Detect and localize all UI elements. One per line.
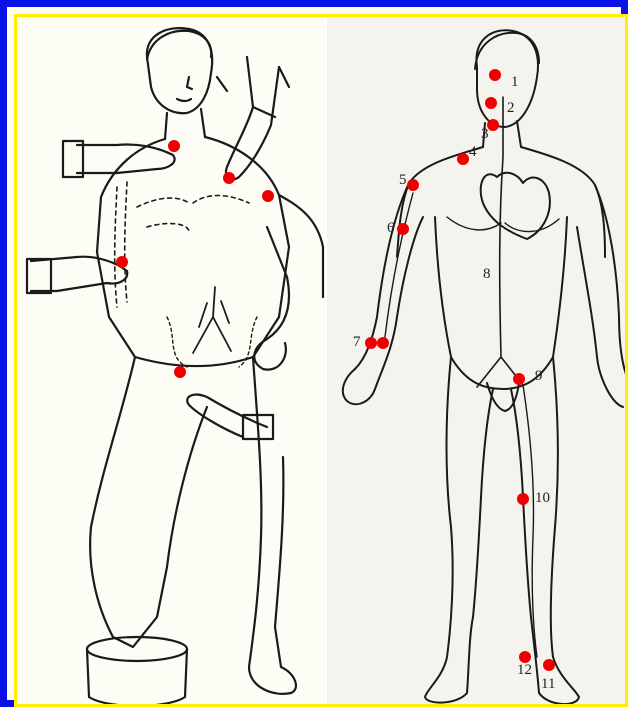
pressure-point — [397, 223, 409, 235]
pressure-point — [365, 337, 377, 349]
image-inner-border: 1 2 3 4 5 6 7 8 9 10 11 12 — [14, 14, 628, 707]
point-label: 7 — [353, 335, 361, 350]
point-label: 8 — [483, 267, 491, 282]
right-arm — [577, 185, 627, 407]
pressure-point — [168, 140, 180, 152]
left-leg — [425, 357, 493, 703]
abdomen-vessels — [193, 287, 231, 353]
right-leg — [249, 357, 296, 694]
pressure-point — [262, 190, 274, 202]
pressure-point — [377, 337, 389, 349]
point-label: 9 — [535, 369, 543, 384]
pressure-point — [174, 366, 186, 378]
pressure-point — [487, 119, 499, 131]
left-arm-vessel — [385, 193, 413, 337]
point-label: 1 — [511, 75, 519, 90]
point-label: 3 — [481, 127, 489, 142]
pressure-point — [116, 256, 128, 268]
pressure-point — [407, 179, 419, 191]
point-label: 10 — [535, 491, 550, 506]
pressure-point — [223, 172, 235, 184]
left-figure-drawing — [17, 17, 327, 707]
hand-arm-left — [31, 257, 127, 291]
pressure-point — [489, 69, 501, 81]
left-illustration — [17, 17, 327, 704]
torso-outline — [97, 137, 289, 357]
left-leg — [90, 357, 207, 647]
left-arm — [343, 183, 423, 404]
pressure-point — [517, 493, 529, 505]
right-figure-drawing — [327, 17, 628, 707]
right-illustration: 1 2 3 4 5 6 7 8 9 10 11 12 — [327, 17, 628, 704]
pressure-point — [485, 97, 497, 109]
pressure-point — [543, 659, 555, 671]
point-label: 11 — [541, 677, 555, 692]
point-label: 2 — [507, 101, 515, 116]
point-label: 6 — [387, 221, 395, 236]
point-label: 5 — [399, 173, 407, 188]
raised-arm — [267, 195, 323, 339]
point-label: 12 — [517, 663, 532, 678]
pressure-point — [457, 153, 469, 165]
point-label: 4 — [469, 145, 477, 160]
pressure-point — [513, 373, 525, 385]
pressure-point — [519, 651, 531, 663]
hand-top-left — [77, 144, 175, 173]
hip-hand — [254, 339, 286, 370]
hand-top-right — [226, 57, 279, 179]
